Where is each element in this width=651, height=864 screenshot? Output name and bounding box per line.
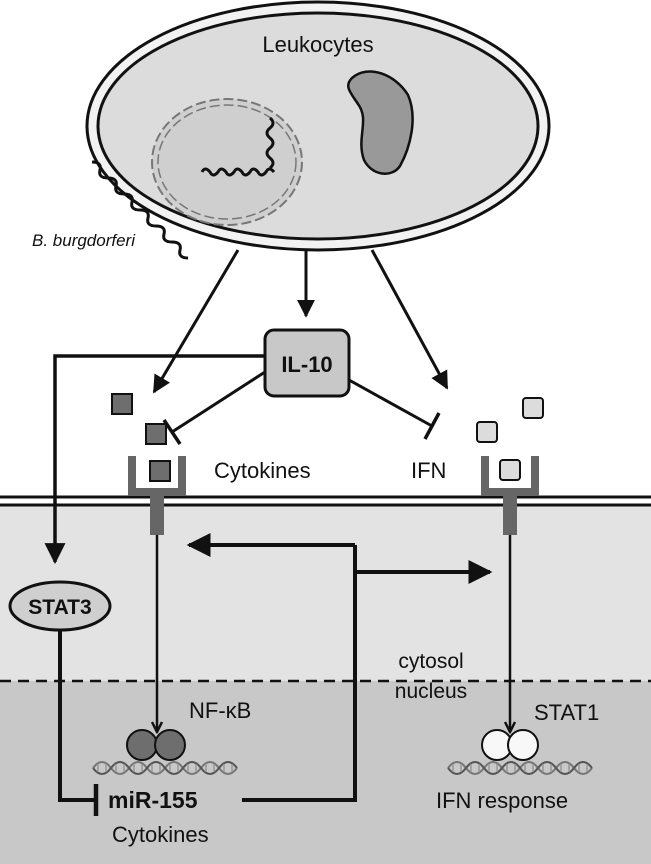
leukocyte-cell: Leukocytes (85, 0, 551, 252)
cytokine-molecules (111, 393, 171, 482)
il10-label: IL-10 (281, 352, 332, 377)
arrow-il10-to-stat3 (44, 354, 265, 565)
cytokine-receptor (128, 456, 186, 535)
ifn-receptor (481, 456, 539, 535)
stat3-label: STAT3 (28, 596, 91, 619)
leukocytes-label: Leukocytes (262, 32, 373, 57)
stat1-label: STAT1 (534, 700, 599, 725)
b-burgdorferi-label: B. burgdorferi (32, 231, 136, 250)
arrow-cell-to-cytokines (152, 249, 240, 394)
inhibit-il10-ifn (348, 378, 433, 428)
mir155-label: miR-155 (108, 787, 198, 813)
b-burgdorferi-spirochete (91, 160, 189, 260)
cytosol-label: cytosol (398, 650, 463, 673)
stat1-subunit-2 (507, 729, 539, 761)
nucleus-label: nucleus (395, 680, 467, 703)
inhibit-il10-cytokines (171, 370, 266, 434)
inhibit-stat3-mir155 (58, 630, 96, 802)
il10-box (263, 328, 351, 398)
arrow-cell-to-ifn (370, 249, 449, 390)
nfkb-subunit-2 (154, 729, 186, 761)
nfkb-label: NF-κB (189, 698, 251, 723)
cytosol-region (0, 505, 651, 681)
mir155-feedback-line (242, 545, 357, 802)
cytokines-bottom-label: Cytokines (112, 822, 209, 847)
nfkb-subunit-1 (126, 729, 158, 761)
ifn-molecules (476, 397, 544, 481)
ifn-response-label: IFN response (436, 788, 568, 813)
inhibit-bar-ifn (423, 412, 441, 440)
ifn-label: IFN (411, 458, 446, 483)
chromosome-2 (200, 167, 276, 177)
cell-nucleus (151, 98, 303, 226)
cytokines-top-label: Cytokines (214, 458, 311, 483)
chromosome-1 (265, 116, 275, 170)
organelle (347, 70, 414, 175)
